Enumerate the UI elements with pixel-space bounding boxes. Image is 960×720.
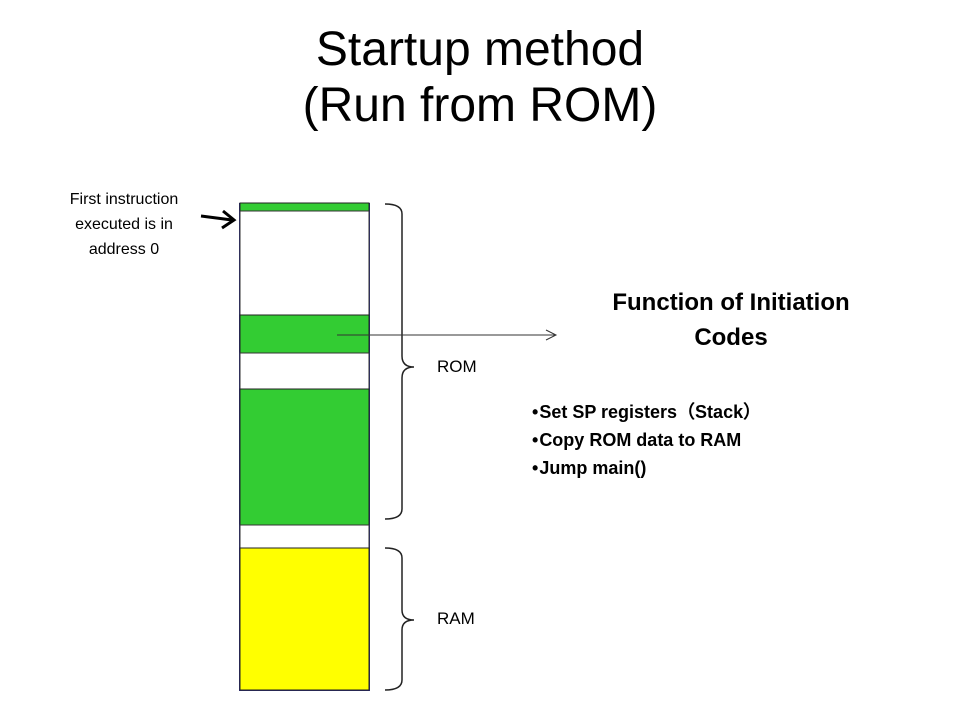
- function-item-set-sp: Set SP registers（Stack）: [532, 399, 761, 427]
- ram-label: RAM: [437, 609, 475, 628]
- address-zero-arrow-shaft: [200, 214, 233, 222]
- address-zero-block: [239, 202, 370, 212]
- ram-brace: [384, 547, 415, 691]
- function-pointer-head: [545, 329, 558, 341]
- rom-code-block: [239, 388, 370, 526]
- function-item-copy-rom: Copy ROM data to RAM: [532, 427, 761, 455]
- function-heading-line-1: Function of Initiation: [612, 289, 850, 316]
- function-heading: Function of Initiation Codes: [556, 286, 906, 356]
- rom-brace: [384, 203, 415, 520]
- rom-empty-block-2: [239, 352, 370, 390]
- slide-title-line-1: Startup method: [315, 23, 645, 76]
- note-line-3: address 0: [88, 240, 160, 258]
- slide-title-line-2: (Run from ROM): [302, 79, 658, 133]
- function-heading-line-2: Codes: [694, 323, 768, 351]
- initiation-code-block: [239, 314, 370, 354]
- gap-block: [239, 524, 370, 549]
- ram-block: [239, 547, 370, 691]
- first-instruction-note: First instruction executed is in address…: [24, 188, 224, 262]
- function-item-jump-main: Jump main(): [532, 455, 761, 483]
- note-line-2: executed is in: [75, 215, 173, 233]
- slide-title: Startup method (Run from ROM): [0, 22, 960, 134]
- rom-label: ROM: [437, 357, 477, 376]
- rom-empty-block-1: [239, 210, 370, 316]
- note-line-1: First instruction: [69, 191, 179, 208]
- function-list: Set SP registers（Stack） Copy ROM data to…: [532, 399, 761, 483]
- address-zero-arrow-head: [221, 209, 237, 230]
